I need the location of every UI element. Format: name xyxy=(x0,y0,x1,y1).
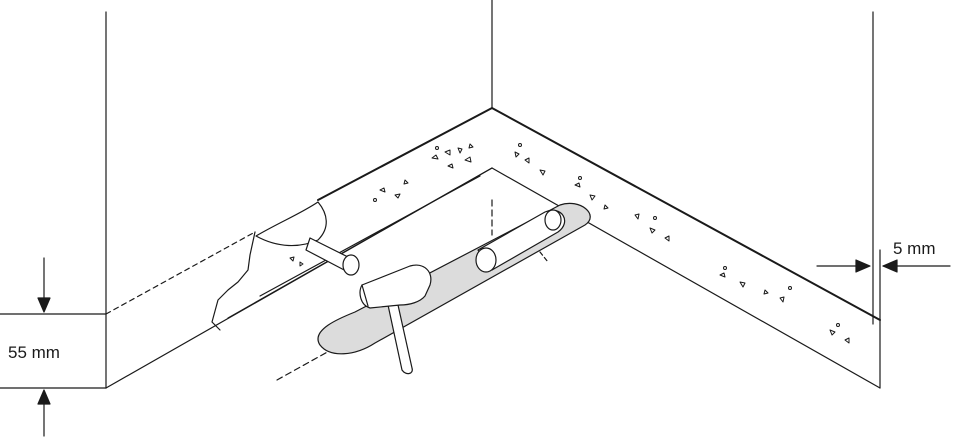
cylinder-dowel-icon xyxy=(475,209,566,273)
torn-edge xyxy=(211,231,256,331)
dashed-guide-left xyxy=(105,231,256,315)
skirting-bottom-right xyxy=(491,167,881,389)
hammer-icon xyxy=(359,264,432,375)
putty-knife-icon xyxy=(255,201,360,276)
dimension-label-5mm: 5 mm xyxy=(893,239,936,258)
dimension-label-55mm: 55 mm xyxy=(8,343,60,362)
gap-dimension xyxy=(816,259,951,273)
skirting-top-edge xyxy=(317,107,881,321)
height-dimension xyxy=(0,257,107,437)
debris-marks xyxy=(289,143,850,344)
